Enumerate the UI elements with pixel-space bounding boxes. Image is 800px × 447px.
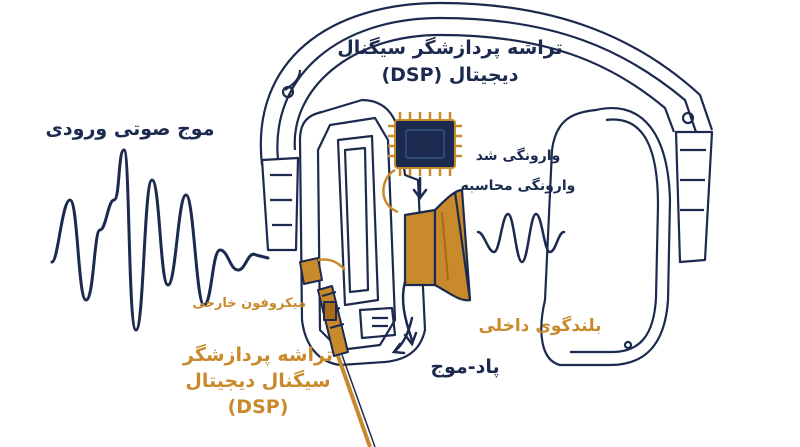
right-ear-cup <box>540 107 672 367</box>
external-mic <box>299 257 346 285</box>
label-internal-speaker: بلندگوی داخلی <box>478 316 602 336</box>
label-dsp-top-line2: دیجیتال (DSP) <box>381 64 519 86</box>
label-anti-wave: پاد-موج <box>430 356 500 378</box>
orange-link-chip-speaker <box>382 168 399 214</box>
label-dsp-bottom-line3: (DSP) <box>227 396 289 418</box>
label-external-mic: میکروفون خارجی <box>192 296 306 311</box>
anti-wave-line <box>476 212 566 264</box>
cable-plug <box>317 285 376 447</box>
dsp-chip-top <box>388 112 462 176</box>
chip-arrows <box>412 176 428 201</box>
headband <box>259 1 714 264</box>
label-dsp-bottom-line1: تراشه پردازشگر <box>183 344 333 366</box>
internal-speaker <box>403 188 472 302</box>
input-sound-wave <box>50 148 270 332</box>
label-inverted: وارونگی شد <box>475 148 561 164</box>
label-input-wave: موج صوتی ورودی <box>45 118 215 140</box>
label-dsp-top-line1: تراشه پردازشگر سیگنال <box>337 37 563 59</box>
label-dsp-bottom-line2: سیگنال دیجیتال <box>185 370 331 392</box>
anti-noise-arrows <box>391 280 418 355</box>
label-inverted-calc: وارونگی محاسبه <box>460 178 576 194</box>
